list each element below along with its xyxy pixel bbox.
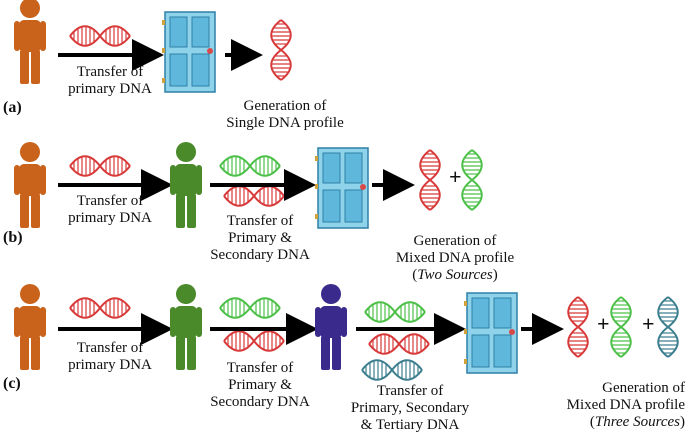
dna-c-profile-teal (657, 296, 679, 358)
row-a-transfer-line-2: primary DNA (68, 81, 152, 97)
row-b-transfer1-line-1: Transfer of (76, 193, 144, 209)
row-c-transfer3-text: Transfer of Primary, Secondary & Tertiar… (335, 383, 485, 434)
dna-c-red-2 (223, 330, 285, 352)
row-a-result-line-1: Generation of (243, 98, 327, 114)
row-c-result-sources: Three Sources (594, 414, 680, 430)
door-b (314, 147, 369, 229)
row-c-transfer2-line-2: Primary & (228, 377, 292, 393)
person-b-source (14, 142, 46, 228)
row-c-transfer1-text: Transfer of primary DNA (55, 340, 165, 374)
row-b-transfer2-line-2: Primary & (228, 230, 292, 246)
door-c (463, 292, 518, 374)
dna-c-red-3 (368, 333, 430, 355)
row-b-transfer1-line-2: primary DNA (68, 210, 152, 226)
row-c-result-text: Generation of Mixed DNA profile (Three S… (545, 380, 685, 431)
row-b-result-text: Generation of Mixed DNA profile (Two Sou… (380, 233, 530, 284)
row-b-result-line-3: (Two Sources) (412, 267, 498, 283)
row-a-transfer-line-1: Transfer of (76, 64, 144, 80)
row-b-label: (b) (3, 229, 23, 246)
row-a-transfer-text: Transfer of primary DNA (55, 64, 165, 98)
row-b-plus: + (449, 164, 462, 189)
row-c-transfer1-line-1: Transfer of (76, 340, 144, 356)
row-b-transfer2-text: Transfer of Primary & Secondary DNA (200, 213, 320, 264)
row-a-result-text: Generation of Single DNA profile (210, 98, 360, 132)
row-b-result-sources: Two Sources (417, 267, 493, 283)
row-b-result-line-2: Mixed DNA profile (395, 250, 515, 266)
dna-c-green (219, 297, 281, 319)
row-b-transfer2-line-3: Secondary DNA (210, 247, 310, 263)
row-c-plus-2: + (642, 311, 655, 336)
dna-b-red-2 (223, 185, 285, 207)
dna-b-green (219, 155, 281, 177)
dna-c-profile-red (567, 296, 589, 358)
row-c-transfer2-text: Transfer of Primary & Secondary DNA (200, 360, 320, 411)
dna-a-red (69, 25, 131, 47)
person-c-tertiary (315, 284, 347, 370)
dna-b-red (69, 155, 131, 177)
row-c-transfer2-line-3: Secondary DNA (210, 394, 310, 410)
person-b-intermediate (170, 142, 202, 228)
dna-b-profile-green (461, 149, 483, 211)
row-c-plus-1: + (597, 311, 610, 336)
row-c-result-line-3: (Three Sources) (589, 414, 685, 430)
dna-c-red (69, 297, 131, 319)
dna-b-profile-red (419, 149, 441, 211)
row-b-result-line-1: Generation of (413, 233, 497, 249)
row-c-result-line-1: Generation of (602, 380, 685, 396)
row-c-transfer2-line-1: Transfer of (226, 360, 294, 376)
row-c-transfer3-line-2: Primary, Secondary (350, 400, 470, 416)
row-b-transfer1-text: Transfer of primary DNA (55, 193, 165, 227)
row-b-transfer2-line-1: Transfer of (226, 213, 294, 229)
row-a-result-line-2: Single DNA profile (226, 115, 344, 131)
dna-c-profile-green (610, 296, 632, 358)
dna-c-green-2 (364, 301, 426, 323)
dna-c-teal (361, 359, 423, 381)
door-a (161, 11, 216, 93)
row-c-transfer3-line-1: Transfer of (376, 383, 444, 399)
row-c-transfer3-line-3: & Tertiary DNA (360, 417, 460, 433)
row-c-label: (c) (3, 375, 21, 392)
row-a-label: (a) (3, 99, 22, 116)
person-c-source (14, 284, 46, 370)
person-c-secondary (170, 284, 202, 370)
person-a-source (14, 0, 46, 84)
row-c-transfer1-line-2: primary DNA (68, 357, 152, 373)
dna-a-profile (270, 19, 292, 81)
row-c-result-line-2: Mixed DNA profile (566, 397, 685, 413)
